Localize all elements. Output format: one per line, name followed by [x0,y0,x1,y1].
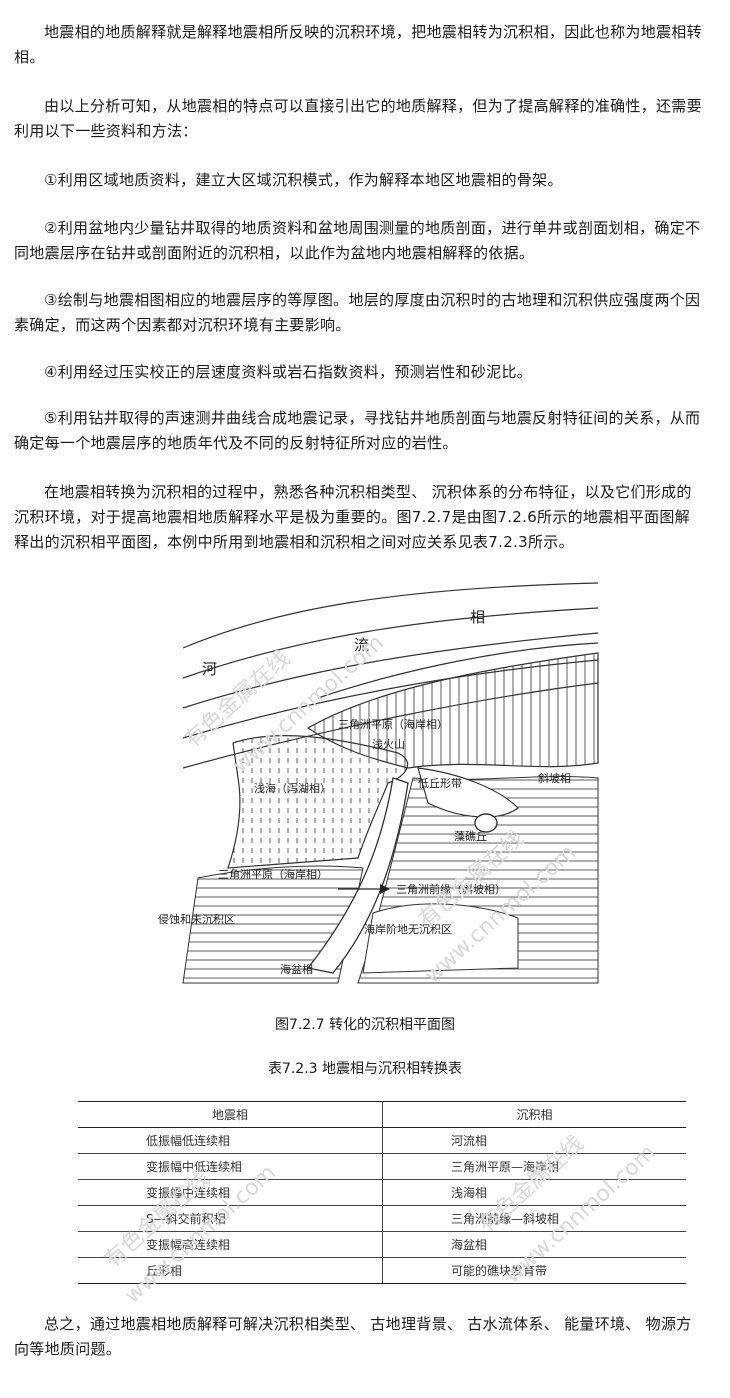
table-row: 变振幅中低连续相三角洲平原—海岸相 [78,1153,686,1180]
table-caption: 表7.2.3 地震相与沉积相转换表 [267,1061,463,1077]
label-shore-terrace: 海岸阶地无沉积区 [364,922,452,936]
sedimentary-facies-cell: 三角洲平原—海岸相 [382,1153,686,1180]
table-row: 丘形相可能的礁块发育带 [78,1257,686,1284]
table-row: 变振幅中连续相浅海相 [78,1179,686,1206]
label-delta-plain-bottom: 三角洲平原（海岸相） [218,867,328,881]
paragraph-conversion: 在地震相转换为沉积相的过程中，熟悉各种沉积相类型、 沉积体系的分布特征，以及它们… [14,483,692,551]
label-mound-belt: 低丘形带 [418,777,462,790]
seismic-facies-cell: 变振幅中连续相 [78,1179,383,1206]
paragraph-method-3: ③绘制与地震相图相应的地震层序的等厚图。地层的厚度由沉积时的古地理和沉积供应强度… [14,291,701,334]
label-basin: 海盆相 [280,962,313,976]
table-header-row: 地震相 沉积相 [78,1101,686,1128]
seismic-facies-cell: 变振幅中低连续相 [78,1153,383,1180]
sedimentary-facies-cell: 浅海相 [382,1179,686,1206]
label-delta-front: 三角洲前缘（斜坡相） [396,882,506,896]
seismic-facies-cell: 低振幅低连续相 [78,1127,383,1154]
sedimentary-facies-cell: 三角洲前缘—斜坡相 [382,1205,686,1232]
table-row: S—斜交前积相三角洲前缘—斜坡相 [78,1205,686,1232]
figure-caption: 图7.2.7 转化的沉积相平面图 [274,1017,456,1033]
label-delta-plain-top: 三角洲平原（海岸相） [338,717,448,731]
table-row: 低振幅低连续相河流相 [78,1127,686,1154]
sedimentary-facies-cell: 可能的礁块发育带 [382,1257,686,1284]
seismic-facies-cell: 变振幅高连续相 [78,1231,383,1258]
paragraph-method-1: ①利用区域地质资料，建立大区域沉积模式，作为解释本地区地震相的骨架。 [44,171,563,189]
header-sedimentary-facies: 沉积相 [382,1101,686,1128]
sedimentary-facies-cell: 海盆相 [382,1231,686,1258]
label-shallow-sea: 浅海（泻湖相） [254,781,331,795]
label-liu: 流 [354,636,369,654]
facies-map-figure: 河 流 相 三角洲平原（海岸相） 浅火山 浅海（泻湖相） 低丘形带 斜坡相 藻礁… [158,578,606,990]
header-seismic-facies: 地震相 [78,1101,383,1128]
table-row: 变振幅高连续相海盆相 [78,1231,686,1258]
label-xiang: 相 [470,608,485,626]
sedimentary-facies-cell: 河流相 [382,1127,686,1154]
paragraph-intro: 地震相的地质解释就是解释地震相所反映的沉积环境，把地震相转为沉积相，因此也称为地… [14,23,702,66]
paragraph-analysis: 由以上分析可知，从地震相的特点可以直接引出它的地质解释，但为了提高解释的准确性，… [14,97,702,140]
label-erosion: 侵蚀和未沉积区 [158,912,235,926]
paragraph-method-4: ④利用经过压实校正的层速度资料或岩石指数资料，预测岩性和砂泥比。 [44,363,533,381]
paragraph-method-5: ⑤利用钻井取得的声速测井曲线合成地震记录，寻找钻井地质剖面与地震反射特征间的关系… [14,409,701,452]
label-slope: 斜坡相 [538,772,571,785]
paragraph-method-2: ②利用盆地内少量钻井取得的地质资料和盆地周围测量的地质剖面，进行单井或剖面划相，… [14,219,701,262]
paragraph-conclusion: 总之，通过地震相地质解释可解决沉积相类型、 古地理背景、 古水流体系、 能量环境… [14,1315,692,1358]
label-reef: 藻礁丘 [454,829,487,843]
label-volcano: 浅火山 [372,738,405,751]
label-he: 河 [202,660,217,678]
facies-conversion-table: 地震相 沉积相 低振幅低连续相河流相 变振幅中低连续相三角洲平原—海岸相 变振幅… [78,1101,686,1284]
seismic-facies-cell: S—斜交前积相 [78,1205,383,1232]
seismic-facies-cell: 丘形相 [78,1257,383,1284]
